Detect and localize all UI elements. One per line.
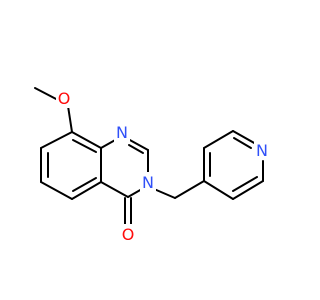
molecule-structure: O N N O N [0, 0, 300, 300]
carbonyl-oxygen-label: O [122, 225, 135, 244]
bond-n3-c4 [127, 188, 143, 198]
bond-n3-ch2 [153, 188, 176, 199]
bond-layer [34, 87, 264, 225]
atom-label-layer: O N N O N [56, 88, 270, 244]
carbonyl-oxygen-atom: O [120, 224, 136, 244]
bond-n1-c2-inner [128, 144, 144, 154]
n1-nitrogen-label: N [116, 123, 128, 142]
pyridine-nitrogen-label: N [256, 141, 268, 160]
pyridine-nitrogen-atom: N [254, 140, 270, 160]
bond-c2p-n [232, 130, 257, 145]
bond-c8-c7 [40, 131, 73, 149]
background [0, 0, 300, 300]
bond-c2p-n-inner [233, 137, 252, 149]
n3-nitrogen-label: N [142, 173, 154, 192]
n1-nitrogen-atom: N [114, 122, 130, 142]
bond-c5-c4a-inner [72, 177, 97, 192]
bond-c5p-c4p [203, 180, 234, 200]
bond-c5-c4a [71, 181, 102, 200]
bond-c3p-c2p [203, 130, 234, 149]
methoxy-oxygen-atom: O [56, 88, 72, 108]
bond-c8a-c8-inner [72, 139, 97, 153]
methoxy-oxygen-label: O [58, 89, 71, 108]
bond-ch2-c4p [174, 180, 205, 199]
bond-c6p-c5p-inner [232, 176, 258, 192]
n3-nitrogen-atom: N [140, 172, 156, 192]
bond-c8a-c8 [71, 131, 102, 149]
bond-c6-c5 [40, 181, 73, 200]
bond-o-c8 [67, 105, 73, 133]
bond-c6p-c5p [232, 180, 264, 200]
bond-methyl-o [34, 87, 59, 101]
bond-c4-c4a [100, 181, 129, 198]
bond-n1-c2 [127, 138, 149, 151]
